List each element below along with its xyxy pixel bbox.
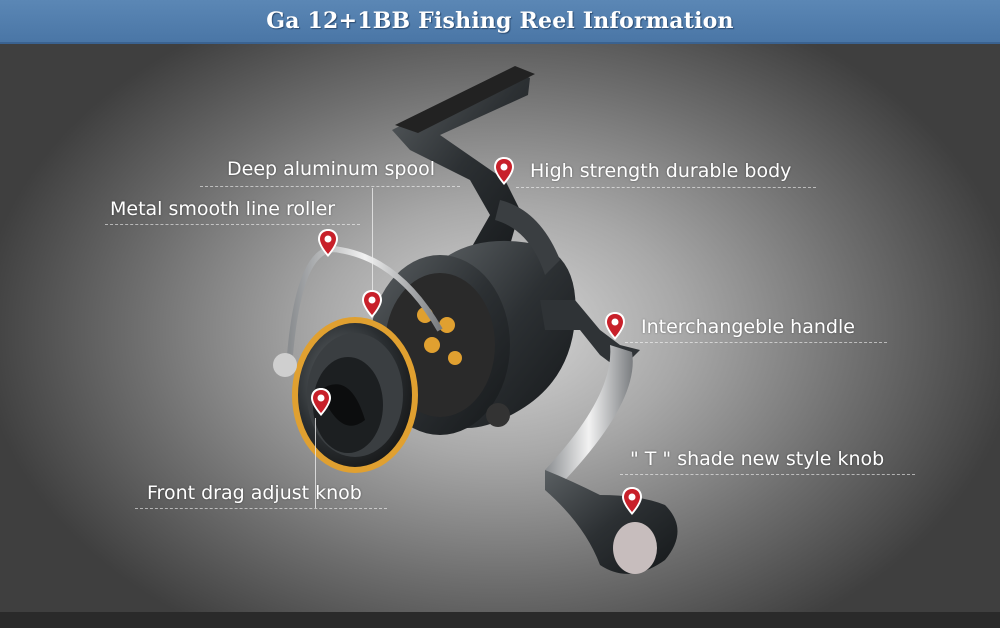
label-t-shade-knob: " T " shade new style knob bbox=[630, 448, 885, 470]
label-metal-line-roller: Metal smooth line roller bbox=[110, 198, 336, 220]
header-bar: Ga 12+1BB Fishing Reel Information bbox=[0, 0, 1000, 44]
underline-drag bbox=[135, 508, 387, 509]
map-pin-icon bbox=[311, 388, 331, 416]
underline-roller bbox=[105, 224, 360, 225]
leader-drag bbox=[315, 418, 316, 508]
leader-spool bbox=[372, 188, 373, 298]
map-pin-icon bbox=[605, 312, 625, 340]
label-deep-aluminum-spool: Deep aluminum spool bbox=[227, 158, 435, 180]
map-pin-icon bbox=[362, 290, 382, 318]
label-front-drag-knob: Front drag adjust knob bbox=[147, 482, 362, 504]
label-interchangeable-handle: Interchangeble handle bbox=[641, 316, 855, 338]
underline-body bbox=[516, 187, 816, 188]
map-pin-icon bbox=[318, 229, 338, 257]
map-pin-icon bbox=[622, 487, 642, 515]
label-high-strength-body: High strength durable body bbox=[530, 160, 792, 182]
underline-knob bbox=[620, 474, 915, 475]
map-pin-icon bbox=[494, 157, 514, 185]
page-title: Ga 12+1BB Fishing Reel Information bbox=[266, 8, 734, 34]
bottom-band bbox=[0, 612, 1000, 628]
underline-handle bbox=[625, 342, 887, 343]
underline-spool bbox=[200, 186, 460, 187]
